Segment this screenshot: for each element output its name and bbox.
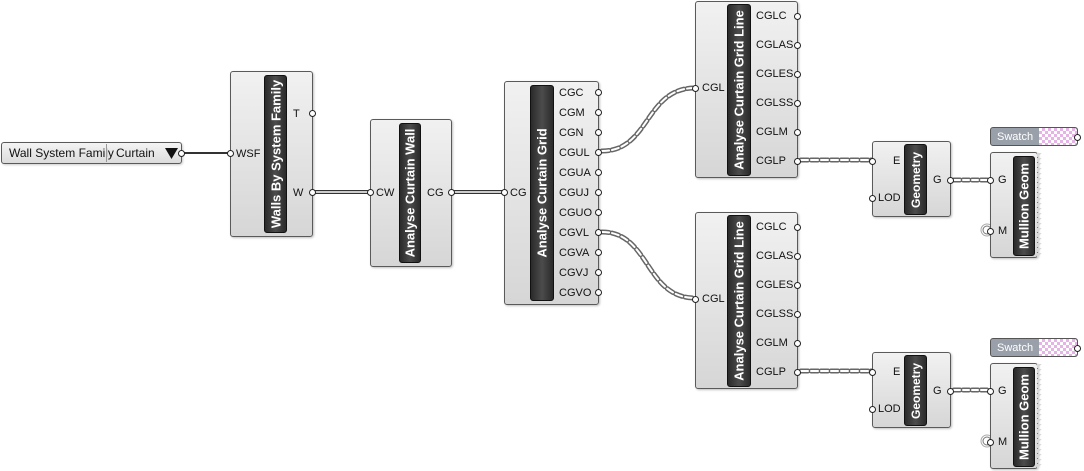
- component-title: Geometry: [908, 151, 923, 208]
- output-cgles[interactable]: CGLES: [756, 68, 794, 80]
- output-cgua[interactable]: CGUA: [559, 167, 591, 179]
- component-title-bar: Geometry: [904, 355, 927, 426]
- output-cgn[interactable]: CGN: [559, 127, 584, 139]
- component-title: Analyse Curtain Wall: [402, 128, 418, 258]
- component-title: Geometry: [908, 362, 923, 419]
- output-cgva[interactable]: CGVA: [559, 247, 590, 259]
- output-cguo[interactable]: CGUO: [559, 207, 592, 219]
- output-cgm[interactable]: CGM: [559, 107, 585, 119]
- mullion-geom-component-2[interactable]: Mullion Geom G M: [987, 363, 1042, 469]
- value-list-label: Wall System Family: [9, 146, 114, 160]
- analyse-curtain-grid-line-component-2[interactable]: Analyse Curtain Grid Line CGL CGLC CGLAS…: [692, 212, 801, 389]
- output-cglm[interactable]: CGLM: [756, 337, 788, 349]
- input-e[interactable]: E: [893, 155, 901, 167]
- zigzag-edge: [1037, 364, 1042, 468]
- component-title: Analyse Curtain Grid: [534, 128, 550, 258]
- output-cglc[interactable]: CGLC: [756, 221, 787, 233]
- output-cgul[interactable]: CGUL: [559, 147, 590, 159]
- component-title: Mullion Geom: [1016, 374, 1032, 460]
- component-title-bar: Mullion Geom: [1013, 156, 1035, 256]
- analyse-curtain-grid-line-component-1[interactable]: Analyse Curtain Grid Line CGL CGLC CGLAS…: [692, 1, 801, 178]
- output-cgvl[interactable]: CGVL: [559, 227, 589, 239]
- input-lod[interactable]: LOD: [878, 192, 901, 204]
- output-cglm[interactable]: CGLM: [756, 126, 788, 138]
- input-wsf[interactable]: WSF: [236, 148, 261, 160]
- input-g[interactable]: G: [998, 385, 1007, 397]
- geometry-component-2[interactable]: Geometry E LOD G: [869, 352, 954, 428]
- component-title-bar: Analyse Curtain Grid Line: [727, 215, 751, 387]
- output-g[interactable]: G: [933, 385, 942, 397]
- input-e[interactable]: E: [893, 366, 901, 378]
- wire-cgul: [599, 85, 698, 154]
- swatch-component-1[interactable]: Swatch: [990, 127, 1081, 146]
- mullion-geom-component-1[interactable]: Mullion Geom G M: [987, 152, 1042, 258]
- value-list-selected: Curtain: [116, 146, 155, 160]
- walls-by-system-family-component[interactable]: Walls By System Family WSF T W: [227, 71, 316, 237]
- output-cguj[interactable]: CGUJ: [559, 187, 589, 199]
- input-m[interactable]: M: [998, 436, 1008, 448]
- component-title: Walls By System Family: [268, 79, 283, 229]
- output-cgvj[interactable]: CGVJ: [559, 267, 589, 279]
- input-cgl[interactable]: CGL: [702, 82, 725, 94]
- component-title-bar: Walls By System Family: [264, 75, 287, 233]
- output-cglas[interactable]: CGLAS: [756, 39, 794, 51]
- zigzag-edge: [1037, 153, 1042, 257]
- chevron-down-icon[interactable]: [165, 148, 178, 159]
- output-cgc[interactable]: CGC: [559, 87, 584, 99]
- swatch-component-2[interactable]: Swatch: [990, 338, 1081, 357]
- output-t[interactable]: T: [293, 108, 300, 120]
- input-g[interactable]: G: [998, 174, 1007, 186]
- output-cgvo[interactable]: CGVO: [559, 287, 592, 299]
- output-cglp[interactable]: CGLP: [756, 366, 786, 378]
- input-cg[interactable]: CG: [510, 187, 527, 199]
- input-cw[interactable]: CW: [376, 187, 395, 199]
- output-cg[interactable]: CG: [427, 187, 444, 199]
- output-cglss[interactable]: CGLSS: [756, 97, 794, 109]
- swatch-color-preview[interactable]: [1039, 339, 1077, 356]
- swatch-label: Swatch: [997, 342, 1034, 354]
- input-lod[interactable]: LOD: [878, 403, 901, 415]
- swatch-color-preview[interactable]: [1039, 128, 1077, 145]
- output-cgles[interactable]: CGLES: [756, 279, 794, 291]
- component-title: Analyse Curtain Grid Line: [731, 10, 747, 170]
- wire-cgvl: [599, 229, 698, 301]
- input-cgl[interactable]: CGL: [702, 293, 725, 305]
- component-title-bar: Mullion Geom: [1013, 367, 1035, 467]
- output-cglas[interactable]: CGLAS: [756, 250, 794, 262]
- value-list-wall-system-family[interactable]: Wall System Family Curtain: [1, 142, 185, 164]
- output-w[interactable]: W: [293, 187, 304, 199]
- component-title-bar: Analyse Curtain Grid Line: [727, 4, 751, 176]
- geometry-component-1[interactable]: Geometry E LOD G: [869, 141, 954, 217]
- input-m[interactable]: M: [998, 225, 1008, 237]
- analyse-curtain-wall-component[interactable]: Analyse Curtain Wall CW CG: [367, 119, 455, 267]
- analyse-curtain-grid-component[interactable]: Analyse Curtain Grid CG CGC CGM CGN CGUL…: [501, 81, 602, 305]
- output-cglc[interactable]: CGLC: [756, 10, 787, 22]
- output-cglss[interactable]: CGLSS: [756, 308, 794, 320]
- output-g[interactable]: G: [933, 174, 942, 186]
- component-title: Mullion Geom: [1016, 163, 1032, 249]
- component-title: Analyse Curtain Grid Line: [731, 221, 747, 381]
- component-title-bar: Analyse Curtain Wall: [399, 123, 421, 263]
- component-title-bar: Geometry: [904, 144, 927, 215]
- output-cglp[interactable]: CGLP: [756, 155, 786, 167]
- component-title-bar: Analyse Curtain Grid: [530, 85, 554, 301]
- swatch-label: Swatch: [997, 131, 1034, 143]
- value-list-dropdown[interactable]: Curtain: [106, 144, 182, 162]
